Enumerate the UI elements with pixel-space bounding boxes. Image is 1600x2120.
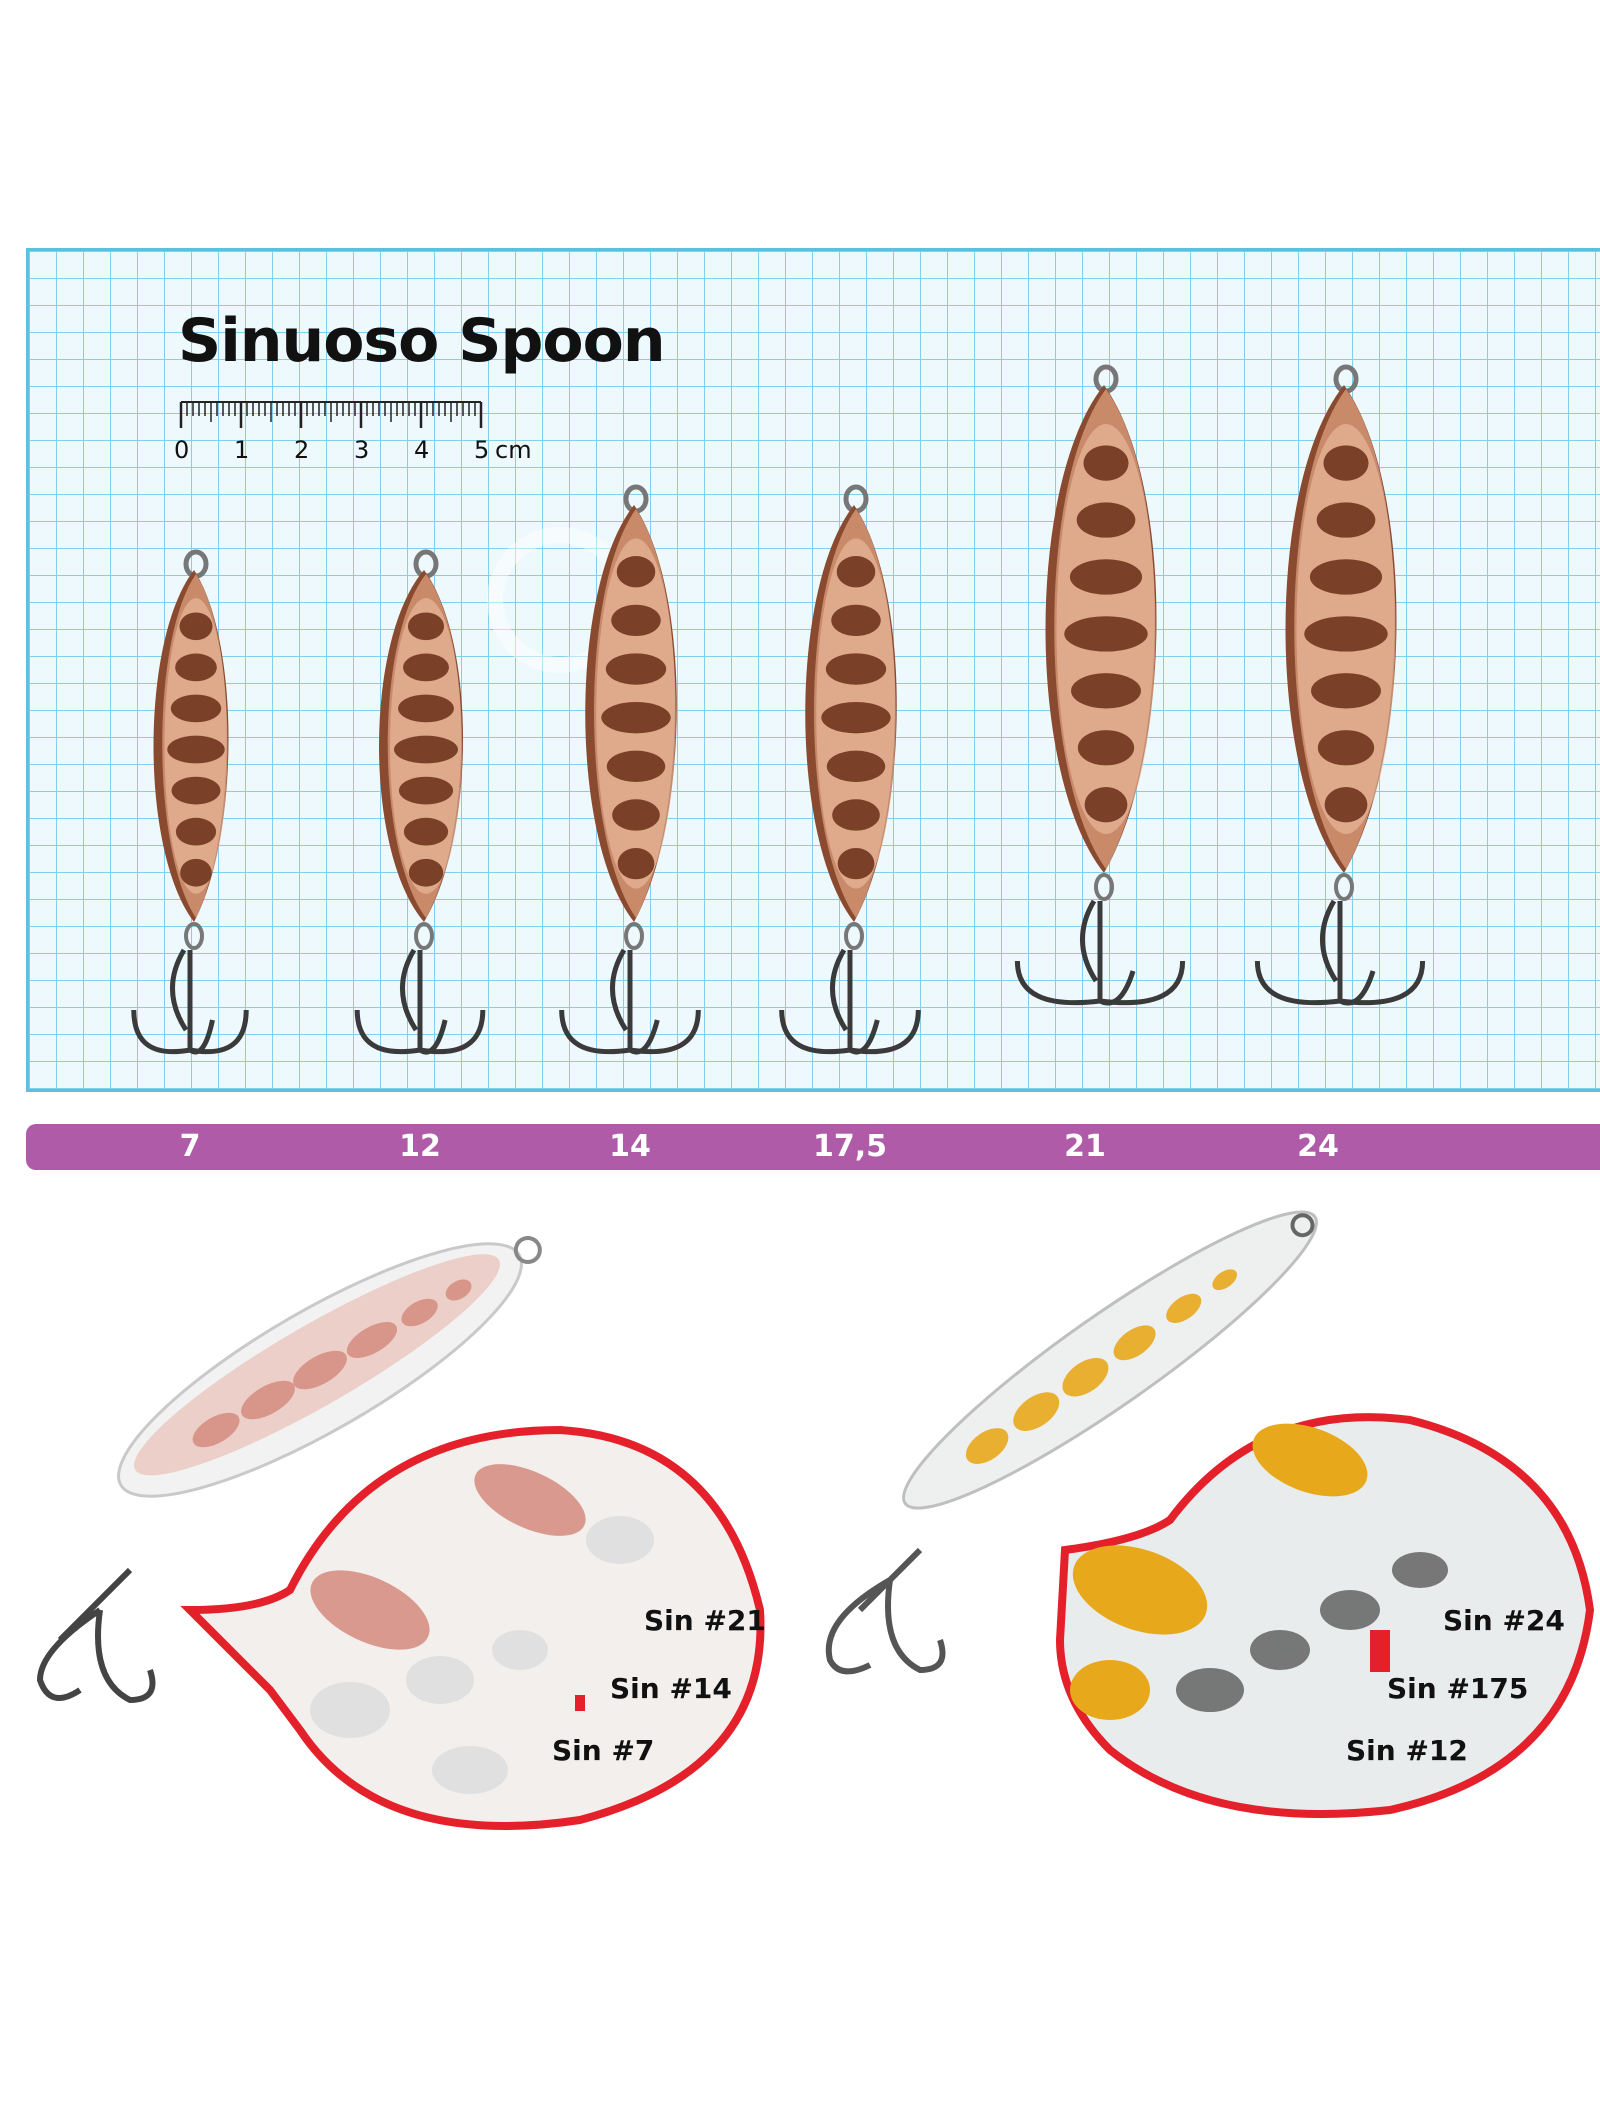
spoon-lure-3	[559, 484, 701, 1055]
ruler-label: 0	[174, 436, 189, 464]
size-label: 17,5	[812, 1129, 888, 1164]
ruler-unit: cm	[495, 436, 532, 464]
variant-label-sin-175: Sin #175	[1387, 1672, 1529, 1705]
page-title: Sinuoso Spoon	[178, 306, 666, 376]
size-label: 21	[1064, 1129, 1106, 1164]
spoon-silver-gold-illustration	[825, 1210, 1595, 1818]
variant-label-sin-7: Sin #7	[552, 1734, 655, 1767]
spoon-lure-2	[354, 549, 486, 1055]
size-label: 14	[609, 1129, 651, 1164]
ruler-label: 5	[474, 436, 489, 464]
size-label: 12	[399, 1129, 441, 1164]
size-label: 7	[179, 1129, 201, 1164]
ruler-label: 1	[234, 436, 249, 464]
variant-label-sin-24: Sin #24	[1443, 1604, 1565, 1637]
ruler-label: 4	[414, 436, 429, 464]
spoon-lure-4	[779, 484, 921, 1055]
ruler-label: 2	[294, 436, 309, 464]
variant-label-sin-12: Sin #12	[1346, 1734, 1468, 1767]
variant-label-sin-21: Sin #21	[644, 1604, 766, 1637]
variant-label-sin-14: Sin #14	[610, 1672, 732, 1705]
ruler-label: 3	[354, 436, 369, 464]
spoon-lure-6	[1254, 364, 1426, 1006]
size-label: 24	[1297, 1129, 1339, 1164]
spoon-lure-5	[1014, 364, 1186, 1006]
spoon-silver-pink-illustration	[36, 1236, 765, 1830]
size-bar	[26, 1124, 1600, 1170]
spoon-lure-1	[131, 549, 249, 1055]
